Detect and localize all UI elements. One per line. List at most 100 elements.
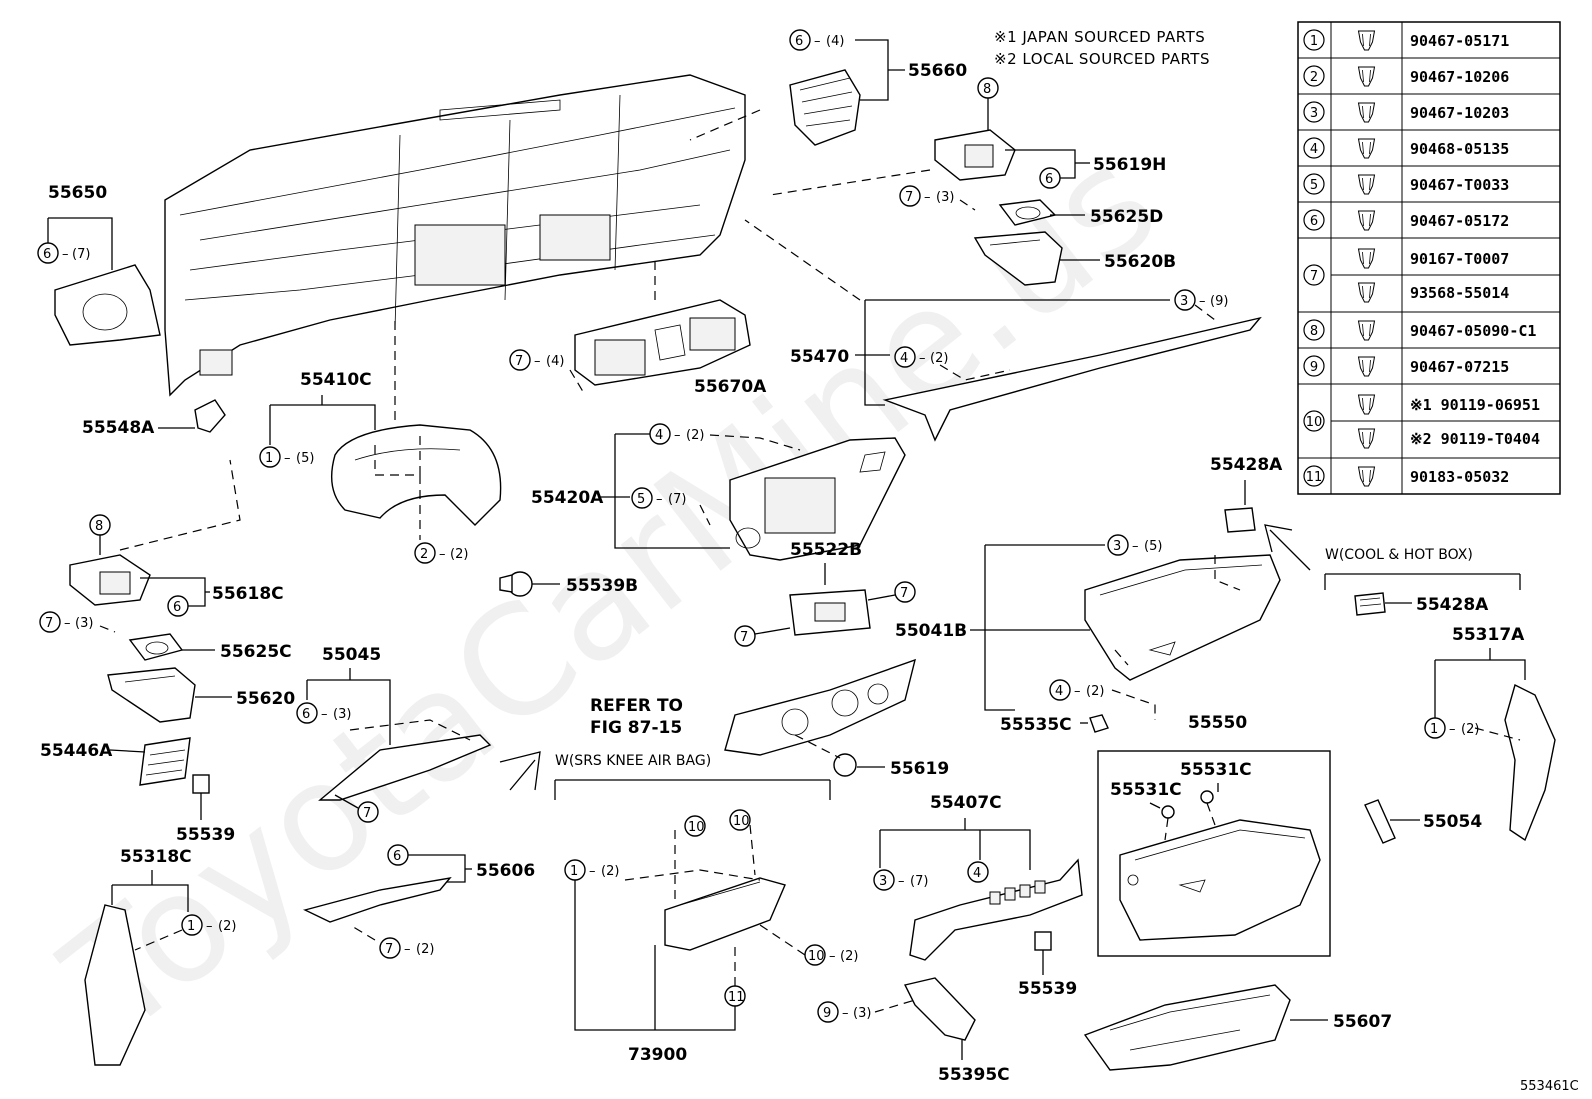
part-55539-switch-left — [192, 774, 210, 794]
part-55395c-bracket — [903, 977, 976, 1041]
part-55045-lower-panel — [318, 734, 492, 801]
svg-text:7: 7 — [515, 354, 523, 369]
fastener-ref-circle — [1303, 101, 1325, 123]
fastener-row-3: 3 90467-10203 — [1298, 93, 1560, 123]
svg-text:–: – — [842, 1006, 849, 1021]
svg-text:10: 10 — [808, 949, 825, 964]
fastener-ref-circle — [1303, 137, 1325, 159]
label-55531c-right: 55531C — [1180, 760, 1252, 780]
svg-text:–: – — [64, 616, 71, 631]
part-55041b-glove-door — [1084, 554, 1281, 681]
fastener-ref-circle — [1303, 173, 1325, 195]
label-55531c-left: 55531C — [1110, 780, 1182, 800]
part-55054-damper — [1364, 799, 1396, 844]
svg-text:1: 1 — [570, 864, 578, 879]
svg-text:–: – — [924, 190, 931, 205]
label-55420a: 55420A — [531, 488, 604, 508]
clip-icon — [1357, 210, 1376, 231]
fastener-ref-circle — [1303, 264, 1325, 286]
fastener-part-number: 90183-05032 — [1410, 468, 1509, 486]
clip-icon — [1357, 138, 1376, 159]
label-55618c: 55618C — [212, 584, 284, 604]
label-55428a-box: 55428A — [1416, 595, 1489, 615]
svg-text:(2): (2) — [1086, 684, 1104, 699]
callout-10: 10 — [688, 820, 705, 835]
label-55539b: 55539B — [566, 576, 638, 596]
fastener-ref-circle — [1303, 410, 1325, 432]
fastener-ref: 3 — [1310, 106, 1318, 121]
svg-text:(4): (4) — [546, 354, 564, 369]
note-japan-sourced: ※1 JAPAN SOURCED PARTS — [994, 28, 1205, 46]
bolt-icon — [1357, 428, 1376, 449]
svg-text:7: 7 — [385, 942, 393, 957]
label-55446a: 55446A — [40, 741, 113, 761]
svg-text:(5): (5) — [1144, 539, 1162, 554]
part-55470-garnish — [882, 316, 1262, 442]
figure-number: 553461C — [1520, 1079, 1579, 1094]
svg-text:3: 3 — [1113, 539, 1121, 554]
clip-icon — [1357, 174, 1376, 195]
part-55620b-ashtray — [973, 231, 1063, 286]
pin-rivet-icon — [1357, 356, 1376, 377]
svg-text:–: – — [1199, 294, 1206, 309]
condition-cool-hot-box: W(COOL & HOT BOX) — [1325, 547, 1473, 563]
label-55619: 55619 — [890, 759, 949, 779]
svg-text:(7): (7) — [668, 492, 686, 507]
fastener-ref-circle — [1303, 29, 1325, 51]
svg-text:7: 7 — [905, 190, 913, 205]
part-heater-control-panel — [724, 658, 916, 756]
svg-text:(2): (2) — [686, 428, 704, 443]
svg-text:(2): (2) — [601, 864, 619, 879]
svg-text:2: 2 — [420, 547, 428, 562]
svg-text:–: – — [206, 919, 213, 934]
fastener-ref-circle — [1303, 65, 1325, 87]
fastener-ref: 10 — [1306, 415, 1323, 430]
svg-text:6: 6 — [43, 247, 51, 262]
svg-text:–: – — [674, 428, 681, 443]
part-55670a-center-register — [574, 299, 751, 386]
fastener-ref-circle — [1303, 465, 1325, 487]
svg-text:(5): (5) — [296, 451, 314, 466]
svg-text:4: 4 — [1055, 684, 1063, 699]
label-55539-right: 55539 — [1018, 979, 1077, 999]
fastener-part-number: 90467-07215 — [1410, 358, 1509, 376]
svg-text:(3): (3) — [333, 707, 351, 722]
label-55470: 55470 — [790, 347, 849, 367]
svg-text:3: 3 — [879, 874, 887, 889]
part-55522b-display — [789, 589, 871, 636]
fastener-ref: 6 — [1310, 214, 1318, 229]
label-55045: 55045 — [322, 645, 381, 665]
svg-text:–: – — [1132, 539, 1139, 554]
label-55660: 55660 — [908, 61, 967, 81]
fastener-part-number: 90167-T0007 — [1410, 250, 1509, 268]
fastener-ref-circle — [1303, 319, 1325, 341]
fastener-part-number: 90467-10206 — [1410, 68, 1509, 86]
clip-icon — [1357, 30, 1376, 51]
svg-text:4: 4 — [900, 351, 908, 366]
direction-arrow — [509, 759, 536, 791]
fastener-ref: 1 — [1310, 34, 1318, 49]
svg-text:–: – — [439, 547, 446, 562]
part-55428a-cool-box-vent — [1354, 592, 1386, 616]
part-55428a-lid — [1224, 507, 1256, 533]
svg-text:8: 8 — [95, 519, 103, 534]
fastener-ref: 7 — [1310, 269, 1318, 284]
glove-box-callout-frame — [1097, 750, 1331, 957]
svg-text:(2): (2) — [218, 919, 236, 934]
nut-clip-icon — [1357, 466, 1376, 487]
part-55650-side-register — [54, 264, 161, 346]
label-55395c: 55395C — [938, 1065, 1010, 1085]
svg-text:6: 6 — [393, 849, 401, 864]
bolt-icon — [1357, 394, 1376, 415]
pin-rivet-icon — [1357, 320, 1376, 341]
fastener-part-number: 90468-05135 — [1410, 140, 1509, 158]
fastener-part-number: 90467-10203 — [1410, 104, 1509, 122]
fastener-ref-circle — [1303, 355, 1325, 377]
svg-text:(2): (2) — [840, 949, 858, 964]
label-55041b: 55041B — [895, 621, 967, 641]
fastener-ref: 4 — [1310, 142, 1318, 157]
